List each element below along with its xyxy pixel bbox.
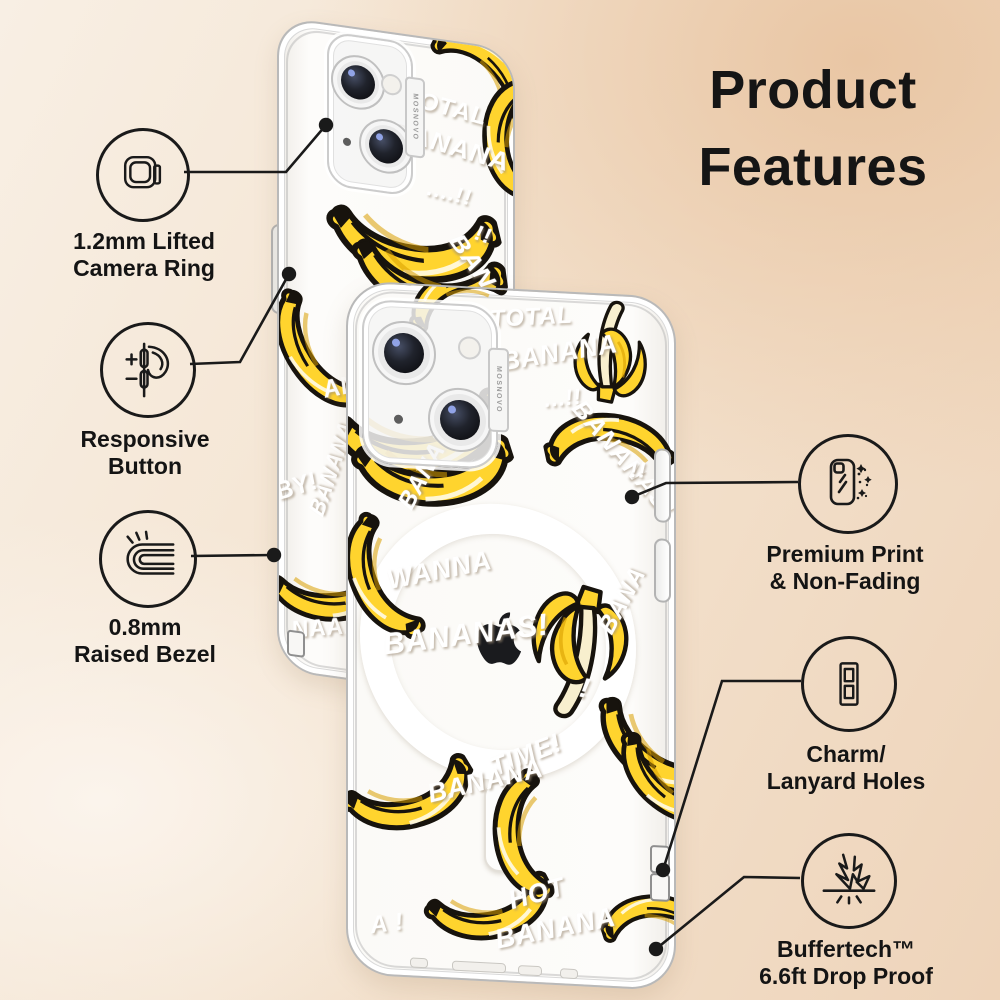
brand-tab: MOSNOVO — [488, 347, 509, 433]
page-title: Product Features — [678, 52, 948, 205]
feature-drop-proof — [801, 833, 897, 929]
rear-camera-module: MOSNOVO — [362, 298, 509, 470]
feature-label-camera-ring: 1.2mm Lifted Camera Ring — [73, 228, 215, 281]
feature-label-responsive-button: Responsive Button — [80, 426, 210, 479]
page-title-line2: Features — [698, 136, 928, 197]
phone-case-front-view: TOTALBANANA...!!BANANAS!BANANAWANNABANAN… — [346, 280, 676, 992]
apple-logo-icon — [476, 612, 522, 665]
connector-line — [190, 553, 275, 558]
case-scribble-text: TOTAL — [488, 301, 574, 333]
lanyard-holes-icon — [839, 662, 859, 706]
speaker-slot — [518, 965, 542, 977]
lanyard-hole — [650, 844, 670, 874]
feature-premium-print — [798, 434, 898, 534]
camera-lens — [372, 319, 436, 387]
case-scribble-text: !! — [630, 456, 647, 483]
feature-responsive-button — [100, 322, 196, 418]
impact-icon — [822, 853, 876, 905]
lanyard-hole — [287, 629, 305, 658]
camera-flash — [458, 335, 481, 361]
sparkle-case-icon — [829, 458, 872, 506]
side-button-icon — [125, 342, 170, 398]
camera-lens — [428, 386, 492, 454]
camera-flash — [381, 72, 402, 97]
speaker-slot — [410, 957, 428, 969]
feature-label-premium-print: Premium Print & Non-Fading — [766, 541, 924, 594]
camera-lens — [331, 51, 385, 114]
camera-ring-icon — [123, 155, 162, 189]
page-title-line1: Product — [709, 60, 917, 120]
rear-camera-module: MOSNOVO — [327, 31, 425, 198]
camera-mic-dot — [343, 137, 351, 147]
feature-label-lanyard-holes: Charm/ Lanyard Holes — [766, 741, 926, 794]
front-phone-volume-button — [654, 448, 671, 524]
lanyard-hole — [650, 872, 670, 902]
speaker-slot — [560, 968, 578, 980]
camera-mic-dot — [394, 414, 403, 424]
raised-bezel-icon — [126, 530, 175, 575]
feature-raised-bezel — [99, 510, 197, 608]
feature-label-raised-bezel: 0.8mm Raised Bezel — [74, 614, 216, 667]
front-phone-power-button — [654, 538, 671, 604]
feature-camera-ring — [96, 128, 190, 222]
case-scribble-text: A ! — [367, 908, 407, 940]
brand-tab: MOSNOVO — [405, 75, 425, 159]
feature-label-drop-proof: Buffertech™ 6.6ft Drop Proof — [759, 936, 933, 989]
feature-lanyard-holes — [801, 636, 897, 732]
